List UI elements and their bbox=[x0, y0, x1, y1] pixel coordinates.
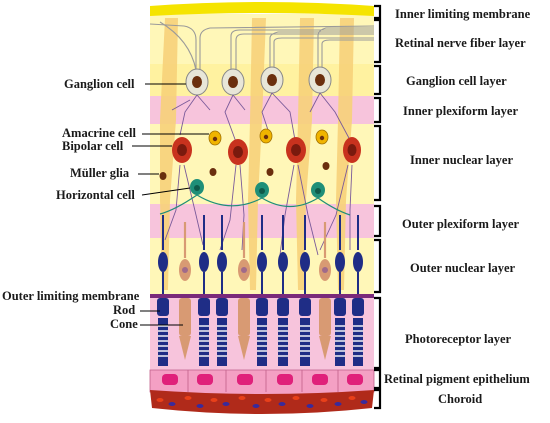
label-outer-limiting-membrane: Outer limiting membrane bbox=[2, 289, 140, 303]
choroid bbox=[150, 390, 374, 414]
rod-photoreceptor bbox=[198, 215, 210, 366]
blood-cell bbox=[292, 396, 300, 400]
blood-cell bbox=[320, 398, 328, 402]
blood-cell bbox=[238, 396, 246, 400]
muller-glia-nuclei bbox=[159, 162, 330, 180]
blood-cell bbox=[196, 404, 204, 408]
leader-lines bbox=[132, 83, 209, 326]
label-photoreceptor-layer: Photoreceptor layer bbox=[405, 332, 512, 346]
rod-photoreceptor bbox=[256, 215, 268, 366]
rod-photoreceptor bbox=[352, 215, 364, 366]
rod-photoreceptor bbox=[157, 215, 169, 366]
rpe-nucleus bbox=[197, 374, 213, 385]
blood-cell bbox=[334, 402, 342, 406]
horizontal-cells bbox=[159, 179, 351, 216]
rod-photoreceptor bbox=[334, 215, 346, 366]
rod-photoreceptor bbox=[299, 215, 311, 366]
label-bipolar-cell: Bipolar cell bbox=[62, 139, 124, 153]
blood-cell bbox=[348, 396, 356, 400]
ganglion-cell-2 bbox=[221, 68, 245, 96]
cone-photoreceptor bbox=[319, 222, 331, 360]
blood-cell bbox=[278, 402, 286, 406]
amacrine-cells bbox=[208, 128, 329, 146]
label-outer-plexiform-layer: Outer plexiform layer bbox=[402, 217, 520, 231]
label-ganglion-cell: Ganglion cell bbox=[64, 77, 135, 91]
ganglion-cell-1 bbox=[185, 68, 209, 96]
label-inner-plexiform-layer: Inner plexiform layer bbox=[403, 104, 518, 118]
blood-cell bbox=[222, 402, 230, 406]
label-ganglion-cell-layer: Ganglion cell layer bbox=[406, 74, 507, 88]
cone-photoreceptor bbox=[238, 222, 250, 360]
inner-limiting-membrane bbox=[150, 2, 374, 16]
rpe-nucleus bbox=[237, 374, 253, 385]
label-inner-nuclear-layer: Inner nuclear layer bbox=[410, 153, 513, 167]
horizontal-cell-2 bbox=[255, 182, 269, 198]
horizontal-cell-3 bbox=[311, 182, 325, 198]
amacrine-cell-2 bbox=[259, 128, 273, 144]
dendrites bbox=[164, 92, 353, 256]
rpe-nucleus bbox=[162, 374, 178, 385]
blood-cell bbox=[360, 400, 368, 404]
rpe-nucleus bbox=[277, 374, 293, 385]
bipolar-cell-3 bbox=[286, 137, 306, 163]
label-inner-limiting-membrane: Inner limiting membrane bbox=[395, 7, 531, 21]
rpe-nucleus bbox=[312, 374, 328, 385]
horizontal-cell-1 bbox=[190, 179, 204, 195]
blood-cell bbox=[156, 398, 164, 402]
right-brackets bbox=[374, 4, 382, 410]
muller-column-1 bbox=[160, 18, 178, 290]
blood-cell bbox=[184, 396, 192, 400]
blood-cell bbox=[210, 398, 218, 402]
ganglion-cells bbox=[185, 66, 332, 96]
amacrine-cell-3 bbox=[315, 129, 329, 145]
label-choroid: Choroid bbox=[438, 392, 482, 406]
label-amacrine-cell: Amacrine cell bbox=[62, 126, 136, 140]
label-horizontal-cell: Horizontal cell bbox=[56, 188, 135, 202]
blood-cell bbox=[168, 402, 176, 406]
label-muller-glia: Müller glia bbox=[70, 166, 130, 180]
blood-cell bbox=[252, 404, 260, 408]
amacrine-cell-1 bbox=[208, 130, 222, 146]
muller-column-2 bbox=[248, 18, 266, 290]
ganglion-cell-3 bbox=[260, 66, 284, 94]
rod-photoreceptor bbox=[216, 215, 228, 366]
bipolar-cell-4 bbox=[343, 137, 361, 163]
rod-photoreceptor bbox=[277, 215, 289, 366]
photoreceptors bbox=[157, 215, 364, 366]
right-labels: Inner limiting membrane Retinal nerve fi… bbox=[384, 7, 531, 406]
bipolar-cell-2 bbox=[228, 139, 248, 165]
label-retinal-nerve-fiber-layer: Retinal nerve fiber layer bbox=[395, 36, 526, 50]
nerve-fibers bbox=[149, 21, 375, 71]
label-outer-nuclear-layer: Outer nuclear layer bbox=[410, 261, 516, 275]
rpe-cells bbox=[162, 370, 363, 392]
label-cone: Cone bbox=[110, 317, 138, 331]
bipolar-cell-1 bbox=[172, 137, 192, 163]
rpe-nucleus bbox=[347, 374, 363, 385]
retinal-pigment-epithelium bbox=[149, 369, 375, 396]
bipolar-cells bbox=[172, 137, 361, 165]
left-labels: Ganglion cell Amacrine cell Bipolar cell… bbox=[2, 77, 140, 331]
cone-photoreceptor bbox=[179, 222, 191, 360]
label-retinal-pigment-epithelium: Retinal pigment epithelium bbox=[384, 372, 530, 386]
blood-cell bbox=[306, 404, 314, 408]
choroid-blood-cells bbox=[156, 396, 368, 408]
blood-cell bbox=[264, 398, 272, 402]
ganglion-cell-4 bbox=[308, 66, 332, 94]
outer-limiting-membrane bbox=[150, 294, 374, 298]
label-rod: Rod bbox=[113, 303, 135, 317]
horizontal-processes bbox=[159, 194, 351, 216]
